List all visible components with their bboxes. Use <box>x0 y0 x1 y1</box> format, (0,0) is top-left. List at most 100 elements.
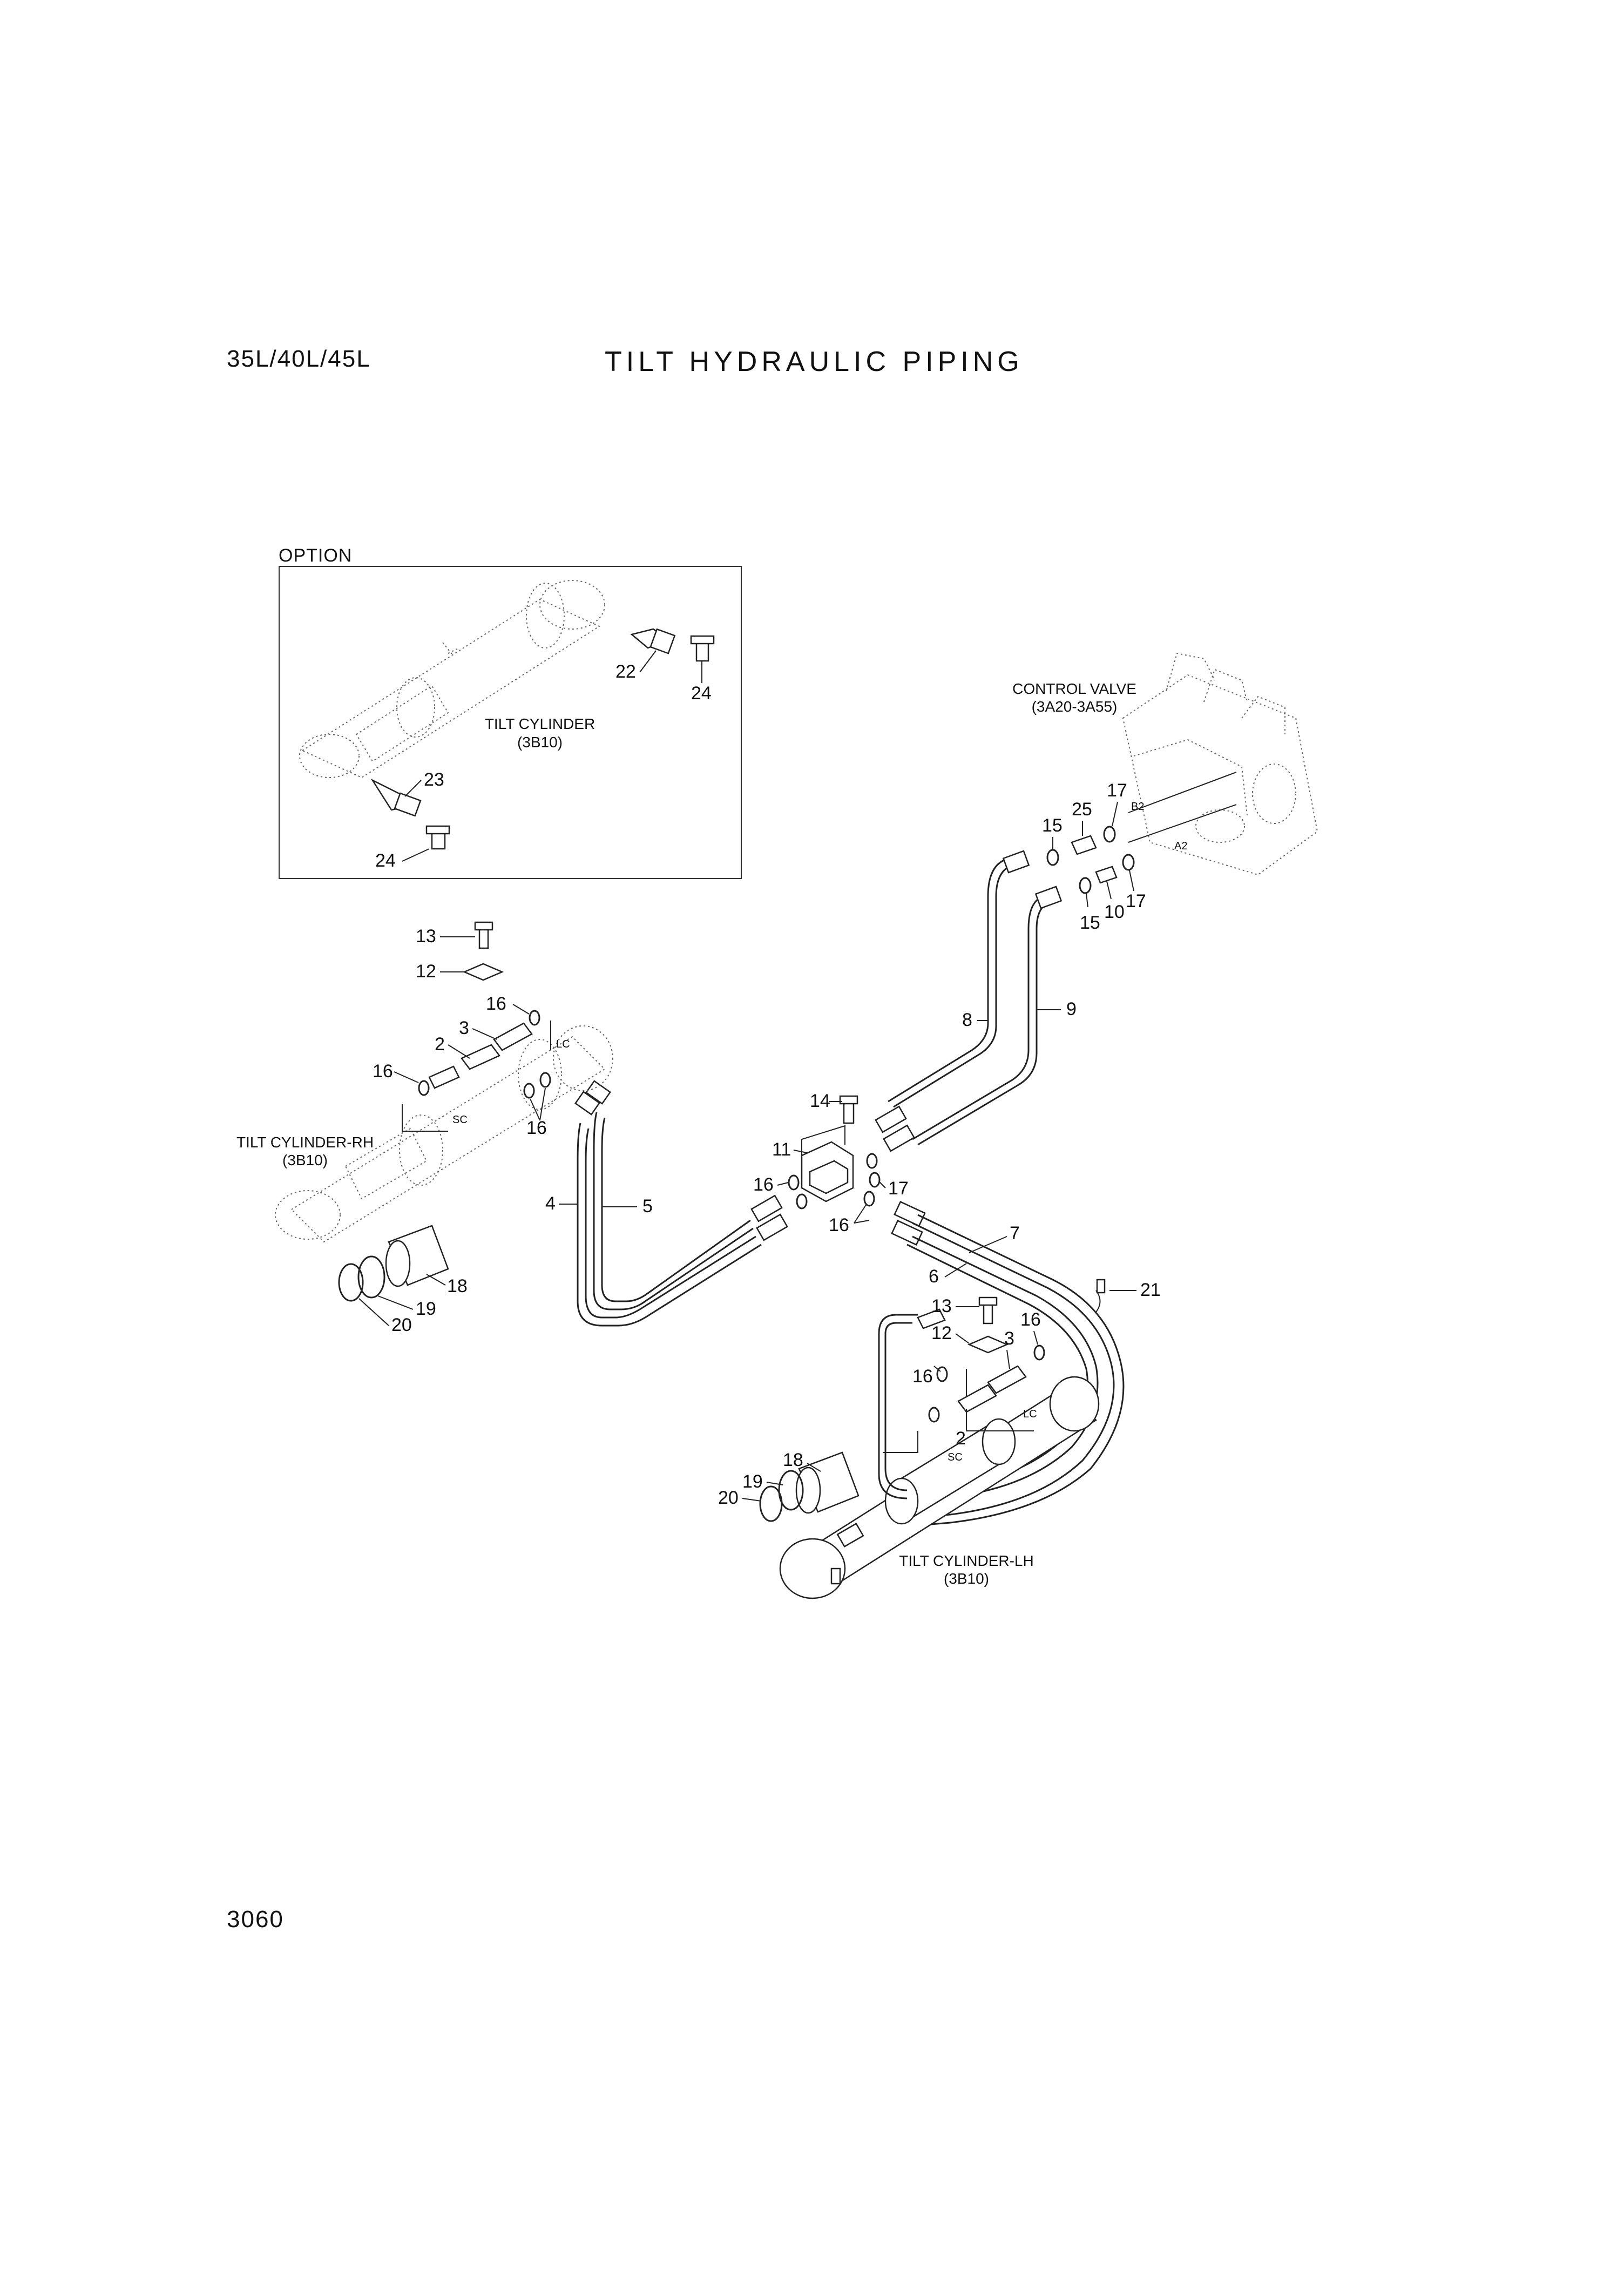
control-valve-name: CONTROL VALVE <box>1012 680 1136 697</box>
o-ring-15-upper <box>1046 849 1059 866</box>
callout-21: 21 <box>1140 1280 1161 1300</box>
option-panel-frame <box>279 566 742 879</box>
elbow-3-lh <box>987 1365 1027 1394</box>
o-ring-16-lh-right <box>1033 1344 1045 1361</box>
manifold-block-11 <box>801 1125 854 1202</box>
option-cylinder-name: TILT CYLINDER <box>485 715 595 732</box>
o-ring-16-lh-lower <box>928 1407 940 1423</box>
o-ring-17-manifold-b <box>869 1172 881 1188</box>
callout-17-lower: 17 <box>1126 891 1146 911</box>
o-ring-16-rh-lower-a <box>523 1083 535 1099</box>
callout-3-lh: 3 <box>1004 1328 1014 1349</box>
control-valve-ref: (3A20-3A55) <box>1032 698 1118 715</box>
option-cylinder-ref: (3B10) <box>517 734 563 751</box>
fitting-2-lh <box>957 1384 997 1413</box>
callout-16-lh-left: 16 <box>912 1366 933 1387</box>
o-ring-16-manifold-c <box>863 1191 875 1207</box>
bolt-13-lh <box>978 1296 998 1325</box>
o-ring-16-manifold-b <box>796 1193 808 1210</box>
port-label-b2: B2 <box>1131 801 1144 813</box>
cylinder-rh-ref: (3B10) <box>282 1152 328 1168</box>
callout-10: 10 <box>1104 902 1125 922</box>
hose-5-manifold-fitting <box>750 1194 783 1222</box>
hose-6-manifold-fitting <box>891 1219 923 1246</box>
port-lc-lh: LC <box>1023 1408 1037 1420</box>
ring-19-lh <box>778 1470 804 1511</box>
option-label: OPTION <box>279 545 353 566</box>
hose-9-end-fitting <box>1034 886 1063 909</box>
callout-11: 11 <box>772 1139 791 1160</box>
lh-cylinder-port-hoses <box>878 1314 918 1499</box>
o-ring-17-lower <box>1122 854 1135 871</box>
hose-4-manifold-fitting <box>756 1213 788 1241</box>
bushing-18-lh <box>795 1451 860 1514</box>
hose-4-cyl-fitting <box>574 1091 600 1116</box>
cylinder-lh-name: TILT CYLINDER-LH <box>899 1552 1033 1569</box>
hose-8-end-fitting <box>1002 850 1030 874</box>
hose-4 <box>577 1123 762 1327</box>
ring-19-rh <box>357 1255 385 1299</box>
callout-17-manifold: 17 <box>888 1178 909 1199</box>
clamp-21 <box>1095 1279 1106 1313</box>
callout-16-rh-lower: 16 <box>526 1118 547 1138</box>
port-label-a2: A2 <box>1174 840 1187 852</box>
fitting-10 <box>1095 866 1118 884</box>
callout-12-lh: 12 <box>931 1323 952 1343</box>
callout-4: 4 <box>545 1193 556 1214</box>
callout-5: 5 <box>642 1196 653 1217</box>
callout-13-rh: 13 <box>416 926 436 947</box>
o-ring-16-lh-left <box>936 1366 948 1382</box>
o-ring-15-lower <box>1079 877 1092 894</box>
ring-20-rh <box>338 1263 364 1302</box>
callout-12-rh: 12 <box>416 961 436 982</box>
plate-12-lh <box>967 1335 1009 1354</box>
o-ring-16-manifold-a <box>788 1174 800 1191</box>
hose-7-manifold-fitting <box>894 1200 926 1227</box>
callout-18-rh: 18 <box>447 1276 468 1296</box>
callout-3-rh: 3 <box>459 1018 469 1038</box>
callout-8: 8 <box>962 1010 972 1030</box>
hose-7 <box>912 1214 1125 1526</box>
callout-19-rh: 19 <box>416 1299 436 1319</box>
o-ring-17-manifold-a <box>866 1153 878 1169</box>
callout-16-manifold-left: 16 <box>753 1174 774 1195</box>
o-ring-16-rh-left <box>418 1080 430 1096</box>
hose-8 <box>888 857 1016 1108</box>
callout-14: 14 <box>810 1091 830 1111</box>
callout-13-lh: 13 <box>931 1296 952 1316</box>
tilt-cylinder-lh-drawing <box>779 1376 1100 1599</box>
callout-19-lh: 19 <box>742 1471 763 1492</box>
callout-7: 7 <box>1010 1223 1020 1244</box>
option-bolt-24-bottom <box>425 825 450 850</box>
callout-9: 9 <box>1066 999 1077 1019</box>
bolt-14 <box>839 1095 858 1124</box>
hose-5-cyl-fitting <box>585 1080 611 1105</box>
hose-8-manifold-fitting <box>875 1105 907 1133</box>
callout-24-bottom: 24 <box>375 850 396 871</box>
fitting-25 <box>1071 835 1097 855</box>
page-title: TILT HYDRAULIC PIPING <box>605 346 1024 377</box>
callout-15-lower: 15 <box>1080 913 1100 933</box>
callout-24-top: 24 <box>691 683 712 704</box>
cylinder-lh-ref: (3B10) <box>944 1570 989 1587</box>
option-tilt-cylinder-drawing <box>299 580 605 779</box>
o-ring-17-upper <box>1103 826 1116 843</box>
port-lc-rh: LC <box>556 1038 570 1050</box>
callout-20-lh: 20 <box>718 1488 739 1508</box>
ring-20-lh <box>759 1485 783 1522</box>
option-bolt-24-top <box>690 635 715 662</box>
callout-16-rh-top: 16 <box>486 994 506 1014</box>
cylinder-rh-name: TILT CYLINDER-RH <box>236 1134 374 1151</box>
hose-5 <box>593 1112 754 1310</box>
port-sc-lh: SC <box>948 1451 963 1463</box>
callout-17-upper: 17 <box>1107 780 1127 801</box>
model-code: 35L/40L/45L <box>227 346 371 372</box>
callout-2-rh: 2 <box>435 1034 445 1055</box>
callout-16-manifold-bottom: 16 <box>829 1215 849 1235</box>
callout-22: 22 <box>615 661 636 682</box>
bolt-13-rh <box>474 921 493 949</box>
tilt-cylinder-rh-drawing <box>275 1025 613 1243</box>
callout-18-lh: 18 <box>783 1450 803 1470</box>
callout-23: 23 <box>424 769 444 790</box>
